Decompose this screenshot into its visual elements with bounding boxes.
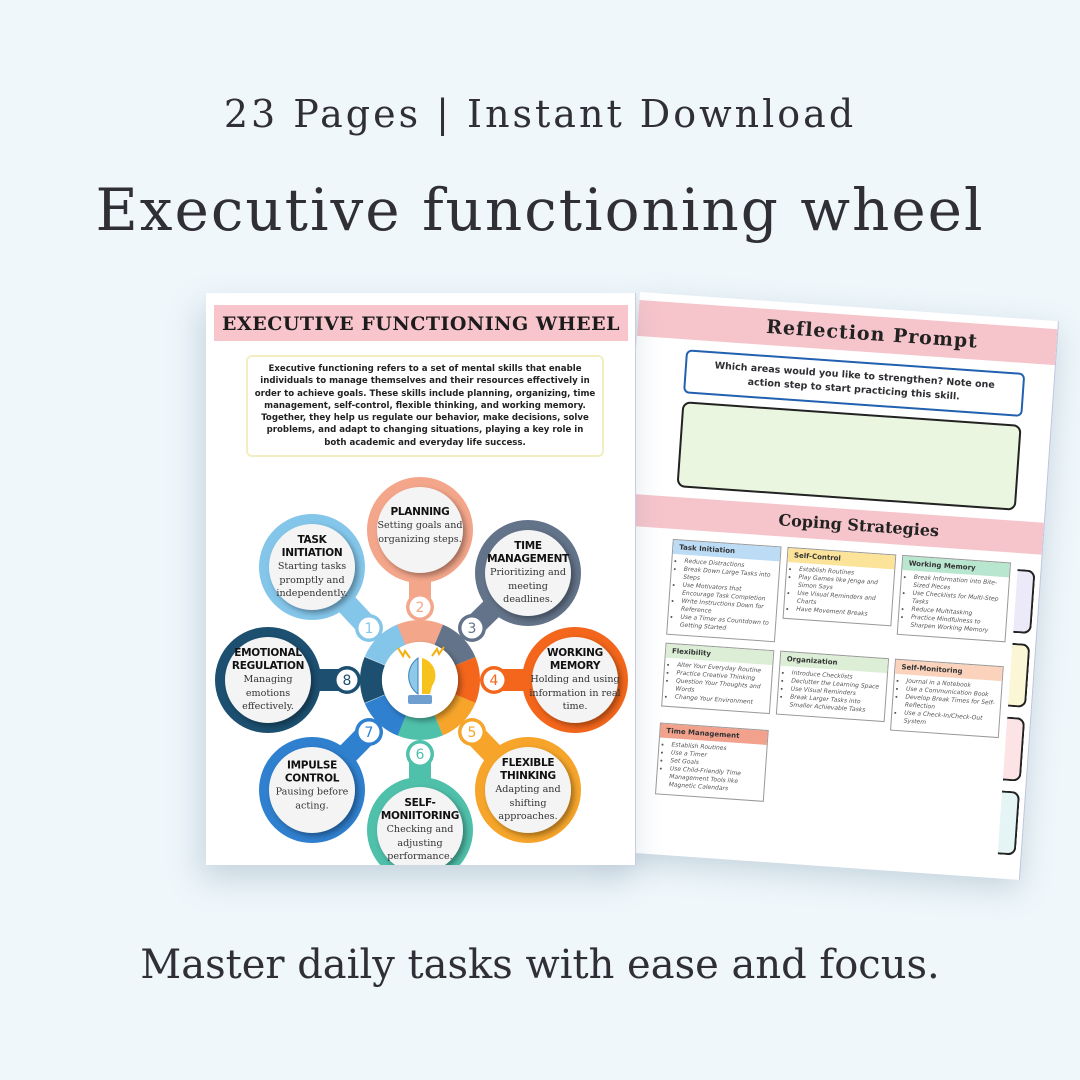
- coping-card: Self-ControlEstablish RoutinesPlay Games…: [782, 546, 897, 627]
- coping-card: Time ManagementEstablish RoutinesUse a T…: [654, 722, 769, 802]
- node-title: FLEXIBLE THINKING: [500, 756, 556, 782]
- node-circle: [225, 637, 311, 723]
- node-title: IMPULSE CONTROL: [284, 759, 340, 785]
- executive-functioning-wheel-page-preview: EXECUTIVE FUNCTIONING WHEEL Executive fu…: [206, 293, 636, 865]
- coping-card: Working MemoryBreak Information into Bit…: [896, 554, 1012, 643]
- reflection-answer-box: [676, 401, 1022, 511]
- product-subtitle: 23 Pages | Instant Download: [223, 92, 857, 136]
- node-description: Managing emotions effectively.: [242, 673, 294, 712]
- node-circle: [485, 530, 571, 616]
- coping-card: Task InitiationReduce DistractionsBreak …: [666, 538, 782, 643]
- node-circle: [269, 747, 355, 833]
- center-circle: [382, 642, 458, 718]
- coping-card-item: Use Child-Friendly Time Management Tools…: [668, 765, 760, 795]
- wheel-segment: [364, 694, 406, 736]
- node-title: SELF-MONIITORING: [380, 796, 460, 822]
- node-title: WORKING MEMORY: [547, 646, 603, 672]
- wheel-segment: [360, 657, 385, 703]
- number-badge: [461, 617, 483, 639]
- tagline: Master daily tasks with ease and focus.: [140, 942, 940, 988]
- node-number: 8: [343, 673, 352, 689]
- node-title: TIME MANAGEMENT: [487, 539, 569, 565]
- page-title: EXECUTIVE FUNCTIONING WHEEL: [214, 305, 628, 341]
- node-circle: [532, 637, 618, 723]
- node-number: 1: [365, 621, 374, 637]
- node-circle: [377, 787, 463, 865]
- node-title: PLANNING: [390, 506, 450, 518]
- node-description: Adapting and shifting approaches.: [495, 783, 561, 822]
- wheel-segment: [397, 620, 443, 645]
- coping-card: Self-MonitoringJournal in a NotebookUse …: [890, 658, 1004, 739]
- side-tab-box: [1013, 569, 1036, 635]
- node-number: 2: [416, 600, 425, 616]
- number-badge: [336, 669, 358, 691]
- wheel-segment: [434, 694, 476, 736]
- node-number: 6: [416, 747, 425, 763]
- node-number: 4: [490, 673, 499, 689]
- coping-cards-grid: Task InitiationReduce DistractionsBreak …: [654, 538, 1012, 818]
- number-badge: [358, 721, 380, 743]
- node-title: TASK INITIATION: [281, 533, 343, 559]
- lightbulb-icon: [422, 658, 436, 694]
- product-title: Executive functioning wheel: [95, 176, 985, 244]
- brain-icon: [408, 657, 419, 695]
- node-number: 5: [468, 725, 477, 741]
- intro-paragraph: Executive functioning refers to a set of…: [246, 355, 604, 458]
- number-badge: [358, 617, 380, 639]
- wheel-segment: [434, 624, 476, 666]
- node-description: Pausing before acting.: [275, 786, 349, 812]
- wheel-node: PLANNING Setting goals and organizing ste…: [374, 506, 466, 546]
- number-badge: [409, 743, 431, 765]
- node-description: Holding and using information in real ti…: [529, 673, 621, 712]
- bulb-base-icon: [408, 695, 432, 704]
- node-number: 7: [365, 725, 374, 741]
- number-badge: [483, 669, 505, 691]
- side-tab-box: [1002, 716, 1026, 782]
- node-circle: [485, 747, 571, 833]
- side-tab-box: [997, 790, 1021, 856]
- wheel-segment: [455, 657, 481, 703]
- spark-icon: [397, 647, 411, 659]
- side-tab-box: [1007, 642, 1031, 708]
- node-title: EMOTIONAL REGULATION: [231, 646, 305, 672]
- node-number: 3: [468, 621, 477, 637]
- wheel-segment: [364, 624, 406, 666]
- wheel-segment: [397, 715, 443, 740]
- reflection-coping-page-preview: Reflection Prompt Which areas would you …: [600, 292, 1059, 880]
- node-description: Prioritizing and meeting deadlines.: [490, 566, 566, 605]
- spark-icon: [431, 646, 445, 657]
- node-description: Checking and adjusting performance.: [386, 823, 454, 862]
- number-badge: [461, 721, 483, 743]
- node-circle: [377, 487, 463, 573]
- coping-card: OrganizationIntroduce ChecklistsDeclutte…: [775, 650, 890, 723]
- coping-card: FlexibilityAlter Your Everyday RoutinePr…: [661, 642, 775, 715]
- node-description: Starting tasks promptly and independentl…: [276, 560, 348, 599]
- node-description: Setting goals and organizing steps.: [377, 520, 463, 545]
- number-badge: [409, 596, 431, 618]
- node-circle: [269, 524, 355, 610]
